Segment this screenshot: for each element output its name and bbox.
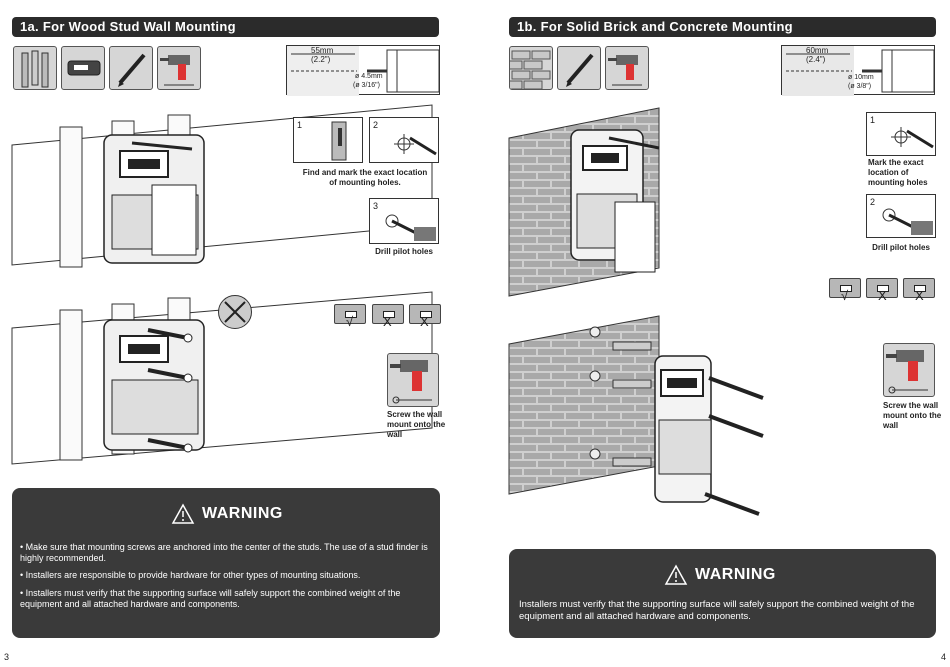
step-3-box: 3	[369, 198, 439, 244]
warning-title-right: WARNING	[695, 566, 776, 583]
screw-drill-icon-right	[883, 343, 935, 397]
drill-depth-label-right: 60mm	[806, 46, 829, 55]
drill-depth-inch-label-right: (2.4")	[806, 55, 826, 64]
drill-depth-diagram: 55mm (2.2") ø 4.5mm (ø 3/16")	[286, 45, 440, 96]
drill-diameter-label-right: ø 10mm	[848, 74, 874, 81]
step-2-number: 2	[373, 120, 379, 130]
page-number-right: 4	[940, 652, 946, 662]
no-hollow-wall-icon	[218, 295, 252, 329]
drill-depth-inch-label: (2.2")	[311, 55, 331, 64]
level-tilted-icon-2	[409, 304, 441, 324]
step-1-box-right: 1	[866, 112, 936, 156]
brick-wall-screw-illustration	[508, 315, 764, 516]
level-straight-icon-right	[829, 278, 861, 298]
level-straight-icon	[334, 304, 366, 324]
wood-wall-screw-illustration	[11, 291, 433, 465]
stud-finder-icon	[61, 46, 105, 90]
warning-title-left: WARNING	[202, 505, 283, 522]
drill-icon-right	[605, 46, 649, 90]
step-1-number: 1	[297, 120, 303, 130]
drill-depth-label: 55mm	[311, 46, 334, 55]
screw-drill-icon	[387, 353, 439, 407]
warning-box-right: WARNING Installers must verify that the …	[509, 549, 936, 638]
drill-holes-caption-right: Drill pilot holes	[872, 243, 930, 252]
mark-holes-caption-right: Mark the exact location of mounting hole…	[868, 158, 928, 187]
warning-triangle-icon	[171, 503, 195, 524]
drill-diameter-inch-label: (ø 3/16")	[353, 82, 380, 89]
warning-item-2: • Installers are responsible to provide …	[20, 570, 361, 580]
screw-wall-caption: Screw the wall mount onto the wall	[387, 410, 446, 439]
step-2-box: 2	[369, 117, 439, 163]
drill-diameter-label: ø 4.5mm	[355, 73, 383, 80]
page-number-left: 3	[4, 652, 10, 662]
brick-wall-mark-illustration	[508, 107, 660, 297]
screw-wall-caption-right: Screw the wall mount onto the wall	[883, 401, 942, 430]
level-tilted-icon-right-2	[903, 278, 935, 298]
pencil-icon-right	[557, 46, 601, 90]
level-check-mark-right: √	[841, 288, 849, 303]
level-x-mark-1: X	[383, 314, 392, 329]
step-1-number-right: 1	[870, 115, 876, 125]
warning-item-1: • Make sure that mounting screws are anc…	[20, 542, 428, 563]
drill-icon	[157, 46, 201, 90]
level-tilted-icon-1	[372, 304, 404, 324]
brick-wall-icon	[509, 46, 553, 90]
wood-stud-icon	[13, 46, 57, 90]
level-x-mark-2: X	[420, 314, 429, 329]
warning-item-3: • Installers must verify that the suppor…	[20, 588, 401, 609]
mark-holes-caption: Find and mark the exact location of moun…	[302, 168, 428, 187]
warning-box-left: WARNING • Make sure that mounting screws…	[12, 488, 440, 638]
drill-diameter-inch-label-right: (ø 3/8")	[848, 83, 872, 90]
step-2-number-right: 2	[870, 197, 876, 207]
section-title-1a: 1a. For Wood Stud Wall Mounting	[12, 17, 439, 37]
drill-holes-caption: Drill pilot holes	[375, 247, 433, 256]
drill-depth-diagram-right: 60mm (2.4") ø 10mm (ø 3/8")	[781, 45, 935, 96]
warning-text-right: Installers must verify that the supporti…	[519, 599, 915, 622]
step-2-box-right: 2	[866, 194, 936, 238]
level-check-mark: √	[346, 314, 354, 329]
warning-triangle-icon-right	[664, 564, 688, 585]
pencil-icon	[109, 46, 153, 90]
step-1-box: 1	[293, 117, 363, 163]
level-tilted-icon-right-1	[866, 278, 898, 298]
section-title-1b: 1b. For Solid Brick and Concrete Mountin…	[509, 17, 936, 37]
step-3-number: 3	[373, 201, 379, 211]
level-x-mark-right-1: X	[878, 288, 887, 303]
level-x-mark-right-2: X	[915, 288, 924, 303]
